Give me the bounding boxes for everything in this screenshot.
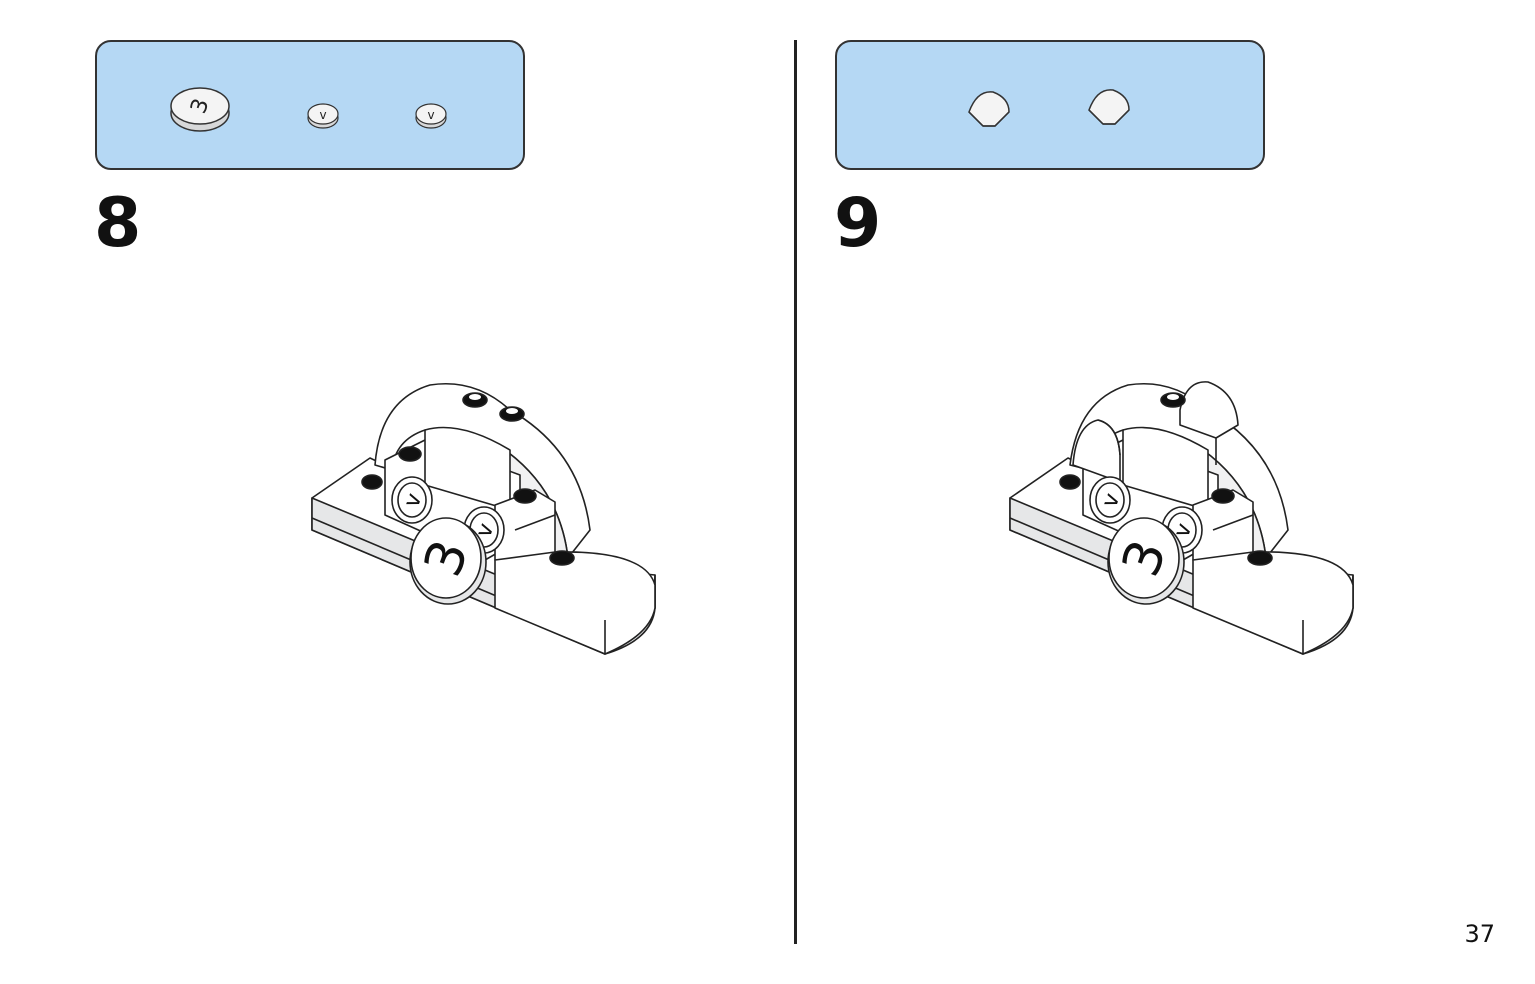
parts-callout-step-9 <box>835 40 1265 170</box>
round-tile-arrow-icon: v <box>307 103 339 129</box>
round-tile-arrow-icon: v <box>415 103 447 129</box>
tile-label: v <box>427 108 434 122</box>
parts-callout-step-8: 3 v v <box>95 40 525 170</box>
step-number: 8 <box>94 184 141 263</box>
curved-slope-brick-icon <box>1088 89 1130 125</box>
page-divider <box>794 40 797 944</box>
round-tile-number-3-icon: 3 <box>170 87 230 132</box>
tile-label: v <box>319 108 326 122</box>
page-number: 37 <box>1464 920 1495 948</box>
curved-slope-brick-icon <box>968 91 1010 127</box>
assembly-illustration-step-9: v v 3 <box>998 370 1368 674</box>
step-number: 9 <box>834 184 881 263</box>
assembly-illustration-step-8: v v 3 <box>300 370 670 674</box>
